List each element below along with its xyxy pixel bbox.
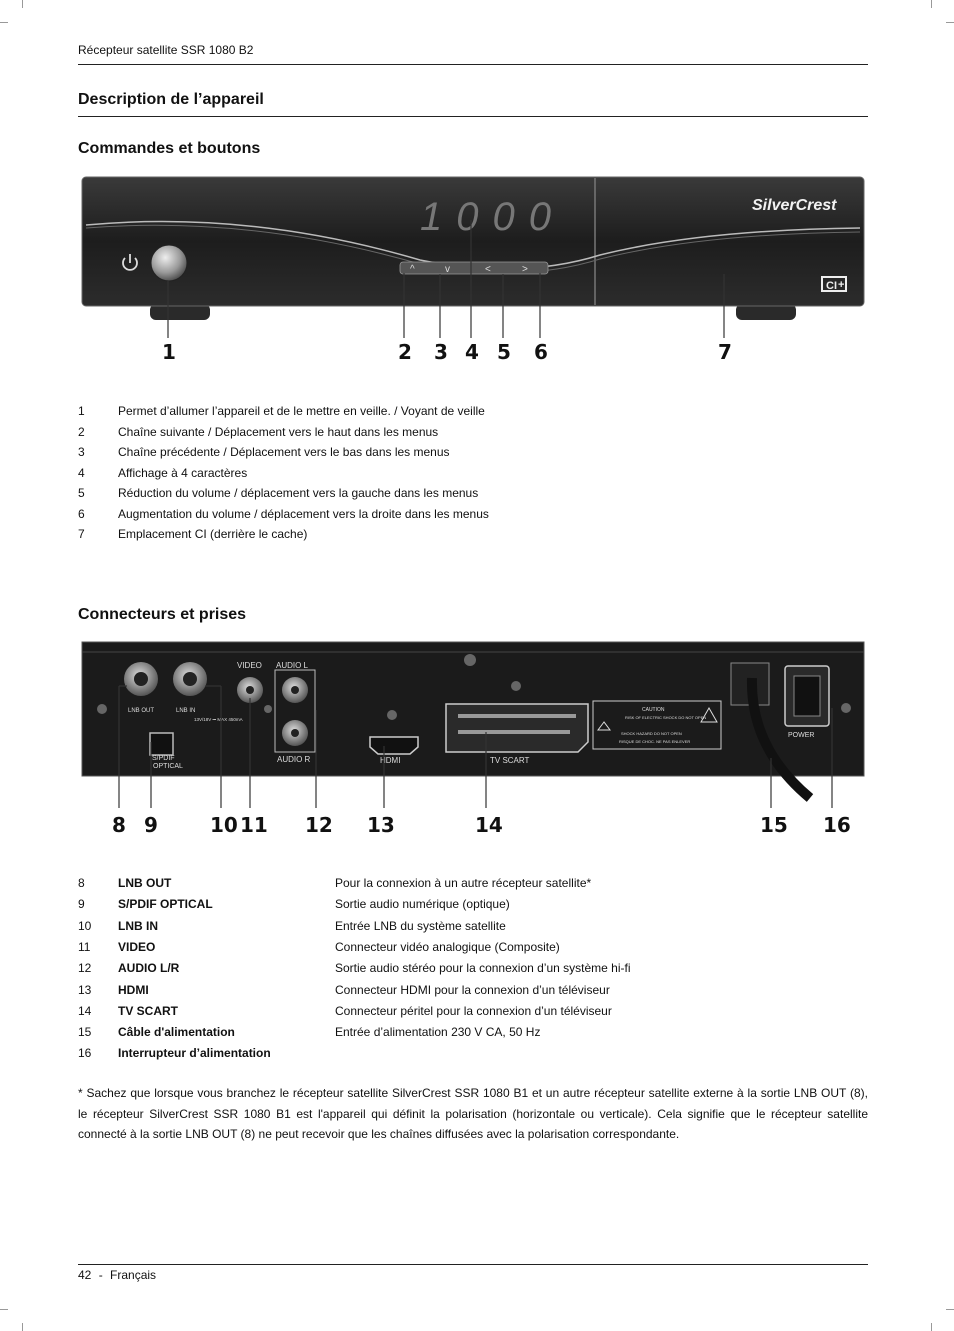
page-number: 42 xyxy=(78,1268,92,1282)
header-rule xyxy=(78,64,868,65)
crop-mark xyxy=(22,1323,23,1331)
crop-mark xyxy=(931,1323,932,1331)
section-title-connectors: Connecteurs et prises xyxy=(78,606,247,623)
svg-text:CI: CI xyxy=(826,280,837,292)
svg-text:AUDIO R: AUDIO R xyxy=(277,755,311,764)
callout-16: 16 xyxy=(823,813,851,837)
audio-r-connector xyxy=(282,720,308,746)
section-title-controls: Commandes et boutons xyxy=(78,140,261,157)
svg-text:TV SCART: TV SCART xyxy=(490,756,530,765)
svg-text:13V/18V ⎓ MAX 450mA: 13V/18V ⎓ MAX 450mA xyxy=(194,717,243,722)
callout-11: 11 xyxy=(240,813,268,837)
spdif-optical-port xyxy=(149,732,174,756)
hdmi-port xyxy=(369,736,419,755)
svg-text:OPTICAL: OPTICAL xyxy=(153,763,183,770)
svg-text:AUDIO L: AUDIO L xyxy=(276,661,309,670)
front-nav-buttons xyxy=(399,261,549,275)
callout-5: 5 xyxy=(497,340,511,364)
callout-12: 12 xyxy=(305,813,333,837)
led-display: 1000 xyxy=(420,195,565,239)
audio-l-connector xyxy=(282,677,308,703)
lnb-out-connector xyxy=(124,662,158,696)
svg-text:LNB IN: LNB IN xyxy=(176,708,195,714)
crop-mark xyxy=(0,1309,8,1310)
crop-mark xyxy=(946,22,954,23)
section-rule xyxy=(78,116,868,117)
svg-text:^: ^ xyxy=(410,264,415,275)
callout-15: 15 xyxy=(760,813,788,837)
svg-text:CAUTION: CAUTION xyxy=(642,707,665,713)
ci-icon: CI + xyxy=(821,276,847,292)
callout-7: 7 xyxy=(718,340,732,364)
lnb-in-connector xyxy=(173,662,207,696)
svg-text:RISQUE DE CHOC. NE PAS ENLEVER: RISQUE DE CHOC. NE PAS ENLEVER xyxy=(619,739,690,744)
brand-logo: SilverCrest xyxy=(752,197,837,214)
section-title-description: Description de l’appareil xyxy=(78,91,264,108)
callout-2: 2 xyxy=(398,340,412,364)
front-panel-body xyxy=(81,176,865,307)
callout-1: 1 xyxy=(162,340,176,364)
svg-text:VIDEO: VIDEO xyxy=(237,661,262,670)
svg-text:POWER: POWER xyxy=(788,732,814,739)
callout-13: 13 xyxy=(367,813,395,837)
front-panel-illustration: 1000 ^ v < > SilverCrest CI + xyxy=(81,176,865,338)
front-foot-right xyxy=(736,304,796,320)
power-button xyxy=(150,244,188,282)
footer-separator: - xyxy=(98,1268,103,1282)
callout-6: 6 xyxy=(534,340,548,364)
svg-text:+: + xyxy=(838,279,844,291)
svg-text:RISK OF ELECTRIC SHOCK DO NOT: RISK OF ELECTRIC SHOCK DO NOT OPEN xyxy=(625,715,706,720)
callout-8: 8 xyxy=(112,813,126,837)
callout-4: 4 xyxy=(465,340,479,364)
caution-label xyxy=(592,700,722,750)
running-header: Récepteur satellite SSR 1080 B2 xyxy=(78,43,254,57)
crop-mark xyxy=(0,22,8,23)
scart-port xyxy=(445,703,589,753)
footer-language: Français xyxy=(110,1268,157,1282)
power-icon xyxy=(122,254,138,271)
svg-text:HDMI: HDMI xyxy=(380,756,400,765)
callout-9: 9 xyxy=(144,813,158,837)
crop-mark xyxy=(931,0,932,8)
footnote: * Sachez que lorsque vous branchez le ré… xyxy=(78,1086,868,1141)
front-foot-left xyxy=(150,304,210,320)
crop-mark xyxy=(946,1309,954,1310)
footer-rule xyxy=(78,1264,868,1265)
callout-14: 14 xyxy=(475,813,503,837)
svg-text:LNB OUT: LNB OUT xyxy=(128,708,154,714)
svg-text:<: < xyxy=(485,264,491,275)
video-connector xyxy=(237,677,263,703)
svg-text:>: > xyxy=(522,264,528,275)
crop-mark xyxy=(22,0,23,8)
page-footer: 42 - Français xyxy=(78,1268,156,1282)
rear-panel-illustration: LNB OUT LNB IN 13V/18V ⎓ MAX 450mA S/PDI… xyxy=(81,641,865,808)
callout-3: 3 xyxy=(434,340,448,364)
callout-10: 10 xyxy=(210,813,238,837)
svg-text:v: v xyxy=(445,264,450,275)
svg-text:SHOCK HAZARD DO NOT OPEN: SHOCK HAZARD DO NOT OPEN xyxy=(621,731,682,736)
power-cable xyxy=(746,677,814,802)
svg-text:S/PDIF: S/PDIF xyxy=(152,755,175,762)
